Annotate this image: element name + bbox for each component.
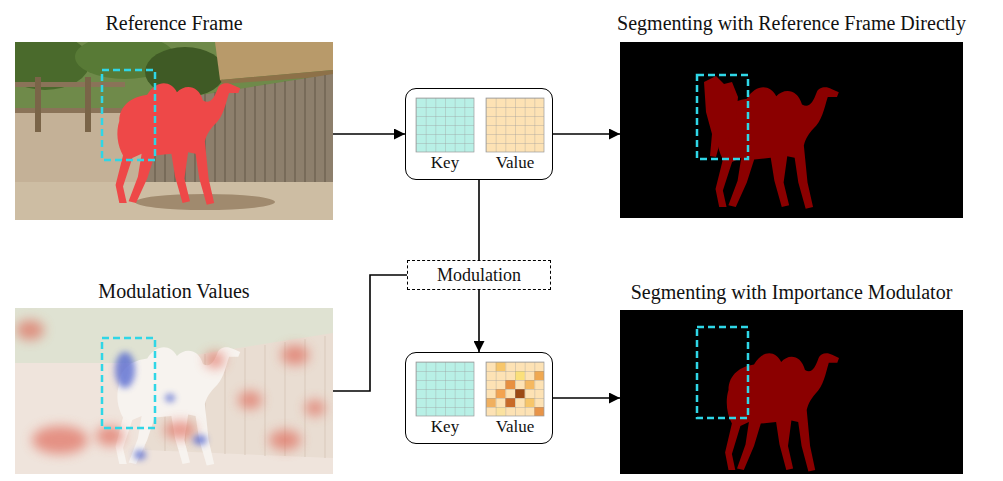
grid-label: Value (486, 152, 544, 173)
box-label: Modulation (437, 264, 521, 286)
reference-photo (15, 42, 333, 220)
connector-arrow (333, 133, 405, 135)
panel-heading: Reference Frame (105, 11, 242, 35)
grid-label: Key (416, 416, 474, 437)
memory-box: Key Value (405, 88, 553, 180)
connector-arrow (553, 133, 620, 135)
connector-arrow (553, 397, 620, 399)
key-grid (416, 98, 474, 152)
value-grid (486, 98, 544, 152)
grid-label: Value (486, 416, 544, 437)
connector-arrow (478, 290, 480, 352)
memory-box: Key Value (405, 352, 553, 444)
connector-arrow (333, 275, 407, 391)
modulated-value-grid (486, 362, 544, 416)
key-grid (416, 362, 474, 416)
process-box: Modulation (407, 260, 551, 290)
grid-label: Key (416, 152, 474, 173)
panel-heading: Modulation Values (98, 279, 249, 303)
segmentation-mask (620, 42, 963, 218)
photo-panel: Reference Frame (15, 42, 333, 220)
connector-arrow (478, 180, 480, 260)
result-panel: Segmenting with Importance Modulator (620, 310, 963, 474)
result-panel: Segmenting with Reference Frame Directly (620, 42, 963, 218)
heatmap-panel: Modulation Values (15, 308, 333, 474)
panel-heading: Segmenting with Importance Modulator (631, 280, 953, 304)
segmentation-mask (620, 310, 963, 474)
panel-heading: Segmenting with Reference Frame Directly (617, 11, 966, 35)
modulation-heatmap (15, 308, 333, 474)
